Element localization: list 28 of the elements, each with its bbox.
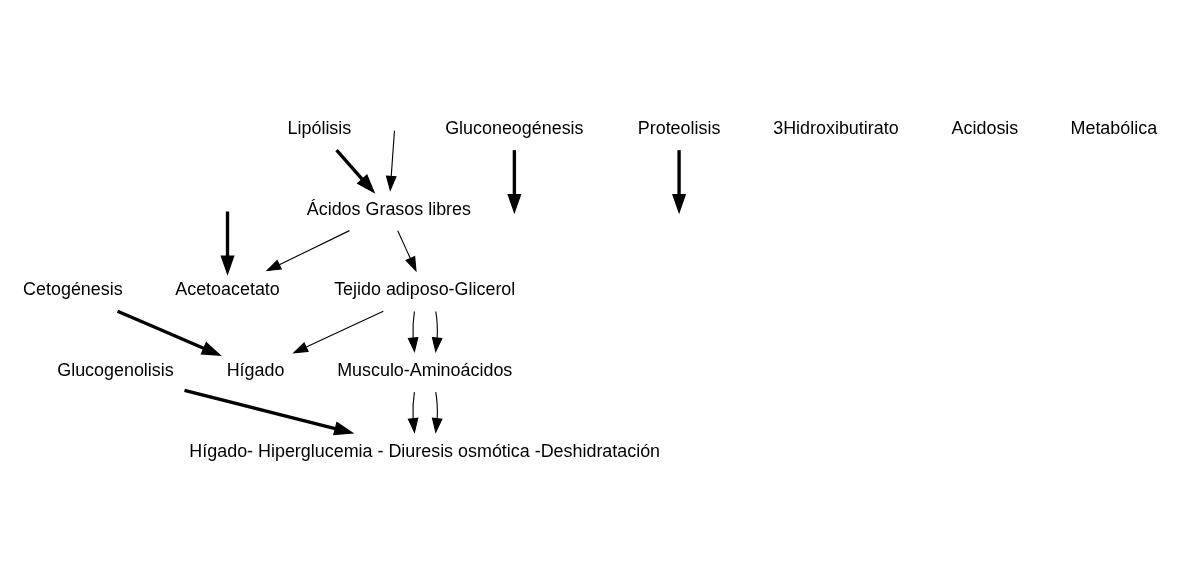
arrow	[220, 211, 235, 276]
arrow	[397, 229, 417, 272]
node-text: Gluconeogénesis	[445, 117, 584, 138]
arrow	[431, 310, 443, 353]
label: Metabólica	[1070, 117, 1158, 138]
arrow	[184, 388, 355, 435]
node-text: Hígado	[226, 359, 285, 380]
node-text: Acetoacetato	[175, 278, 280, 299]
node-text: Proteolisis	[637, 117, 721, 138]
arrow	[407, 310, 419, 353]
arrow	[507, 149, 522, 214]
label: 3Hidroxibutirato	[773, 117, 899, 138]
node-text: Lipólisis	[287, 117, 352, 138]
node-text: Ácidos Grasos libres	[306, 198, 471, 219]
arrow	[292, 310, 384, 353]
node-text: Tejido adiposo-Glicerol	[334, 278, 516, 299]
arrow	[672, 149, 687, 214]
arrow	[335, 148, 376, 194]
arrow	[431, 391, 443, 434]
arrow	[385, 129, 397, 192]
arrow	[407, 391, 419, 434]
arrow	[116, 309, 222, 356]
node-text: Musculo-Aminoácidos	[337, 359, 513, 380]
node-text: Cetogénesis	[23, 278, 123, 299]
node-text: Hígado- Hiperglucemia - Diuresis osmótica -Deshidratación	[189, 440, 661, 461]
arrow	[265, 229, 350, 271]
node-text: Glucogenolisis	[57, 359, 174, 380]
label: Acidosis	[951, 117, 1019, 138]
